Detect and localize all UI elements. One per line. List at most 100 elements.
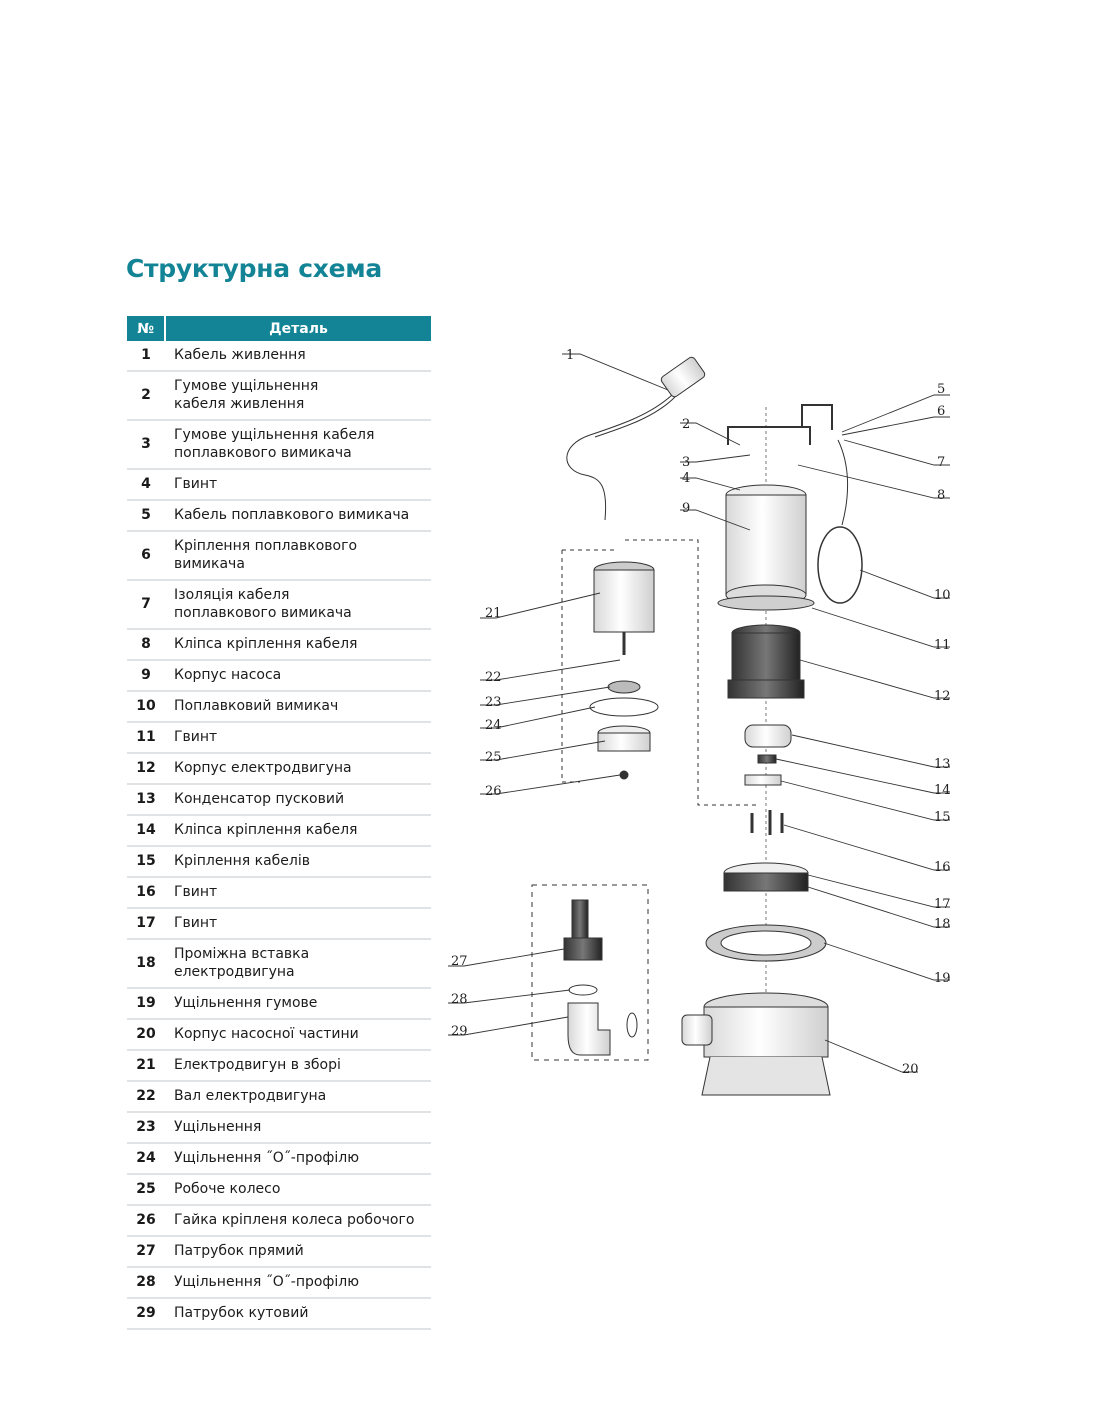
callout-16: 16: [934, 860, 951, 875]
motor-assembly: [589, 561, 659, 780]
part-name: Гвинт: [165, 722, 431, 754]
callout-25: 25: [485, 750, 502, 765]
part-name: Корпус насоса: [165, 660, 431, 692]
page-title: Структурна схема: [126, 254, 382, 283]
part-name: Ізоляція кабеля поплавкового вимикача: [165, 580, 431, 630]
part-name: Гвинт: [165, 908, 431, 940]
part-number: 18: [127, 939, 165, 989]
callout-15: 15: [934, 810, 951, 825]
part-number: 15: [127, 846, 165, 878]
part-number: 26: [127, 1205, 165, 1237]
part-name: Корпус електродвигуна: [165, 753, 431, 785]
part-number: 7: [127, 580, 165, 630]
part-name: Кліпса кріплення кабеля: [165, 629, 431, 661]
callout-18: 18: [934, 917, 951, 932]
callout-26: 26: [485, 784, 502, 799]
part-number: 2: [127, 371, 165, 421]
part-number: 23: [127, 1112, 165, 1144]
callout-27: 27: [451, 954, 468, 969]
part-number: 6: [127, 531, 165, 581]
callout-4: 4: [682, 471, 690, 486]
column-header-part: Деталь: [165, 316, 431, 341]
part-name: Ущільнення ˝О˝-профілю: [165, 1267, 431, 1299]
part-number: 21: [127, 1050, 165, 1082]
part-number: 10: [127, 691, 165, 723]
part-name: Ущільнення: [165, 1112, 431, 1144]
diagram-callouts: 1 2 3 4 5 6 7 8 9 10 11 12 13 14 15 16 1…: [451, 348, 951, 1077]
callout-9: 9: [682, 501, 690, 516]
part-number: 29: [127, 1298, 165, 1330]
part-name: Гумове ущільнення кабеля поплавкового ви…: [165, 420, 431, 470]
callout-24: 24: [485, 718, 502, 733]
callout-1: 1: [566, 348, 574, 363]
callout-11: 11: [934, 638, 951, 653]
part-number: 27: [127, 1236, 165, 1268]
part-name: Поплавковий вимикач: [165, 691, 431, 723]
part-number: 24: [127, 1143, 165, 1175]
part-name: Конденсатор пусковий: [165, 784, 431, 816]
part-number: 9: [127, 660, 165, 692]
part-number: 3: [127, 420, 165, 470]
part-number: 14: [127, 815, 165, 847]
callout-7: 7: [937, 455, 945, 470]
power-plug: [566, 356, 706, 521]
part-name: Ущільнення ˝О˝-профілю: [165, 1143, 431, 1175]
part-number: 20: [127, 1019, 165, 1051]
callout-3: 3: [682, 455, 690, 470]
callout-20: 20: [902, 1062, 919, 1077]
part-number: 8: [127, 629, 165, 661]
exploded-diagram: 1 2 3 4 5 6 7 8 9 10 11 12 13 14 15 16 1…: [448, 348, 951, 1096]
callout-19: 19: [934, 971, 951, 986]
callout-23: 23: [485, 695, 502, 710]
part-number: 1: [127, 341, 165, 372]
callout-21: 21: [485, 606, 502, 621]
part-name: Патрубок прямий: [165, 1236, 431, 1268]
part-name: Кріплення кабелів: [165, 846, 431, 878]
part-number: 25: [127, 1174, 165, 1206]
table-header-row: № Деталь: [127, 316, 431, 341]
callout-28: 28: [451, 992, 468, 1007]
part-number: 22: [127, 1081, 165, 1113]
callout-14: 14: [934, 783, 951, 798]
part-name: Патрубок кутовий: [165, 1298, 431, 1330]
pump-housing: [717, 484, 815, 611]
part-name: Гвинт: [165, 877, 431, 909]
part-name: Кріплення поплавкового вимикача: [165, 531, 431, 581]
part-name: Ущільнення гумове: [165, 988, 431, 1020]
callout-13: 13: [934, 757, 951, 772]
part-name: Гумове ущільнення кабеля живлення: [165, 371, 431, 421]
callout-2: 2: [682, 417, 690, 432]
callout-12: 12: [934, 689, 951, 704]
part-number: 17: [127, 908, 165, 940]
part-number: 12: [127, 753, 165, 785]
part-number: 5: [127, 500, 165, 532]
part-name: Вал електродвигуна: [165, 1081, 431, 1113]
